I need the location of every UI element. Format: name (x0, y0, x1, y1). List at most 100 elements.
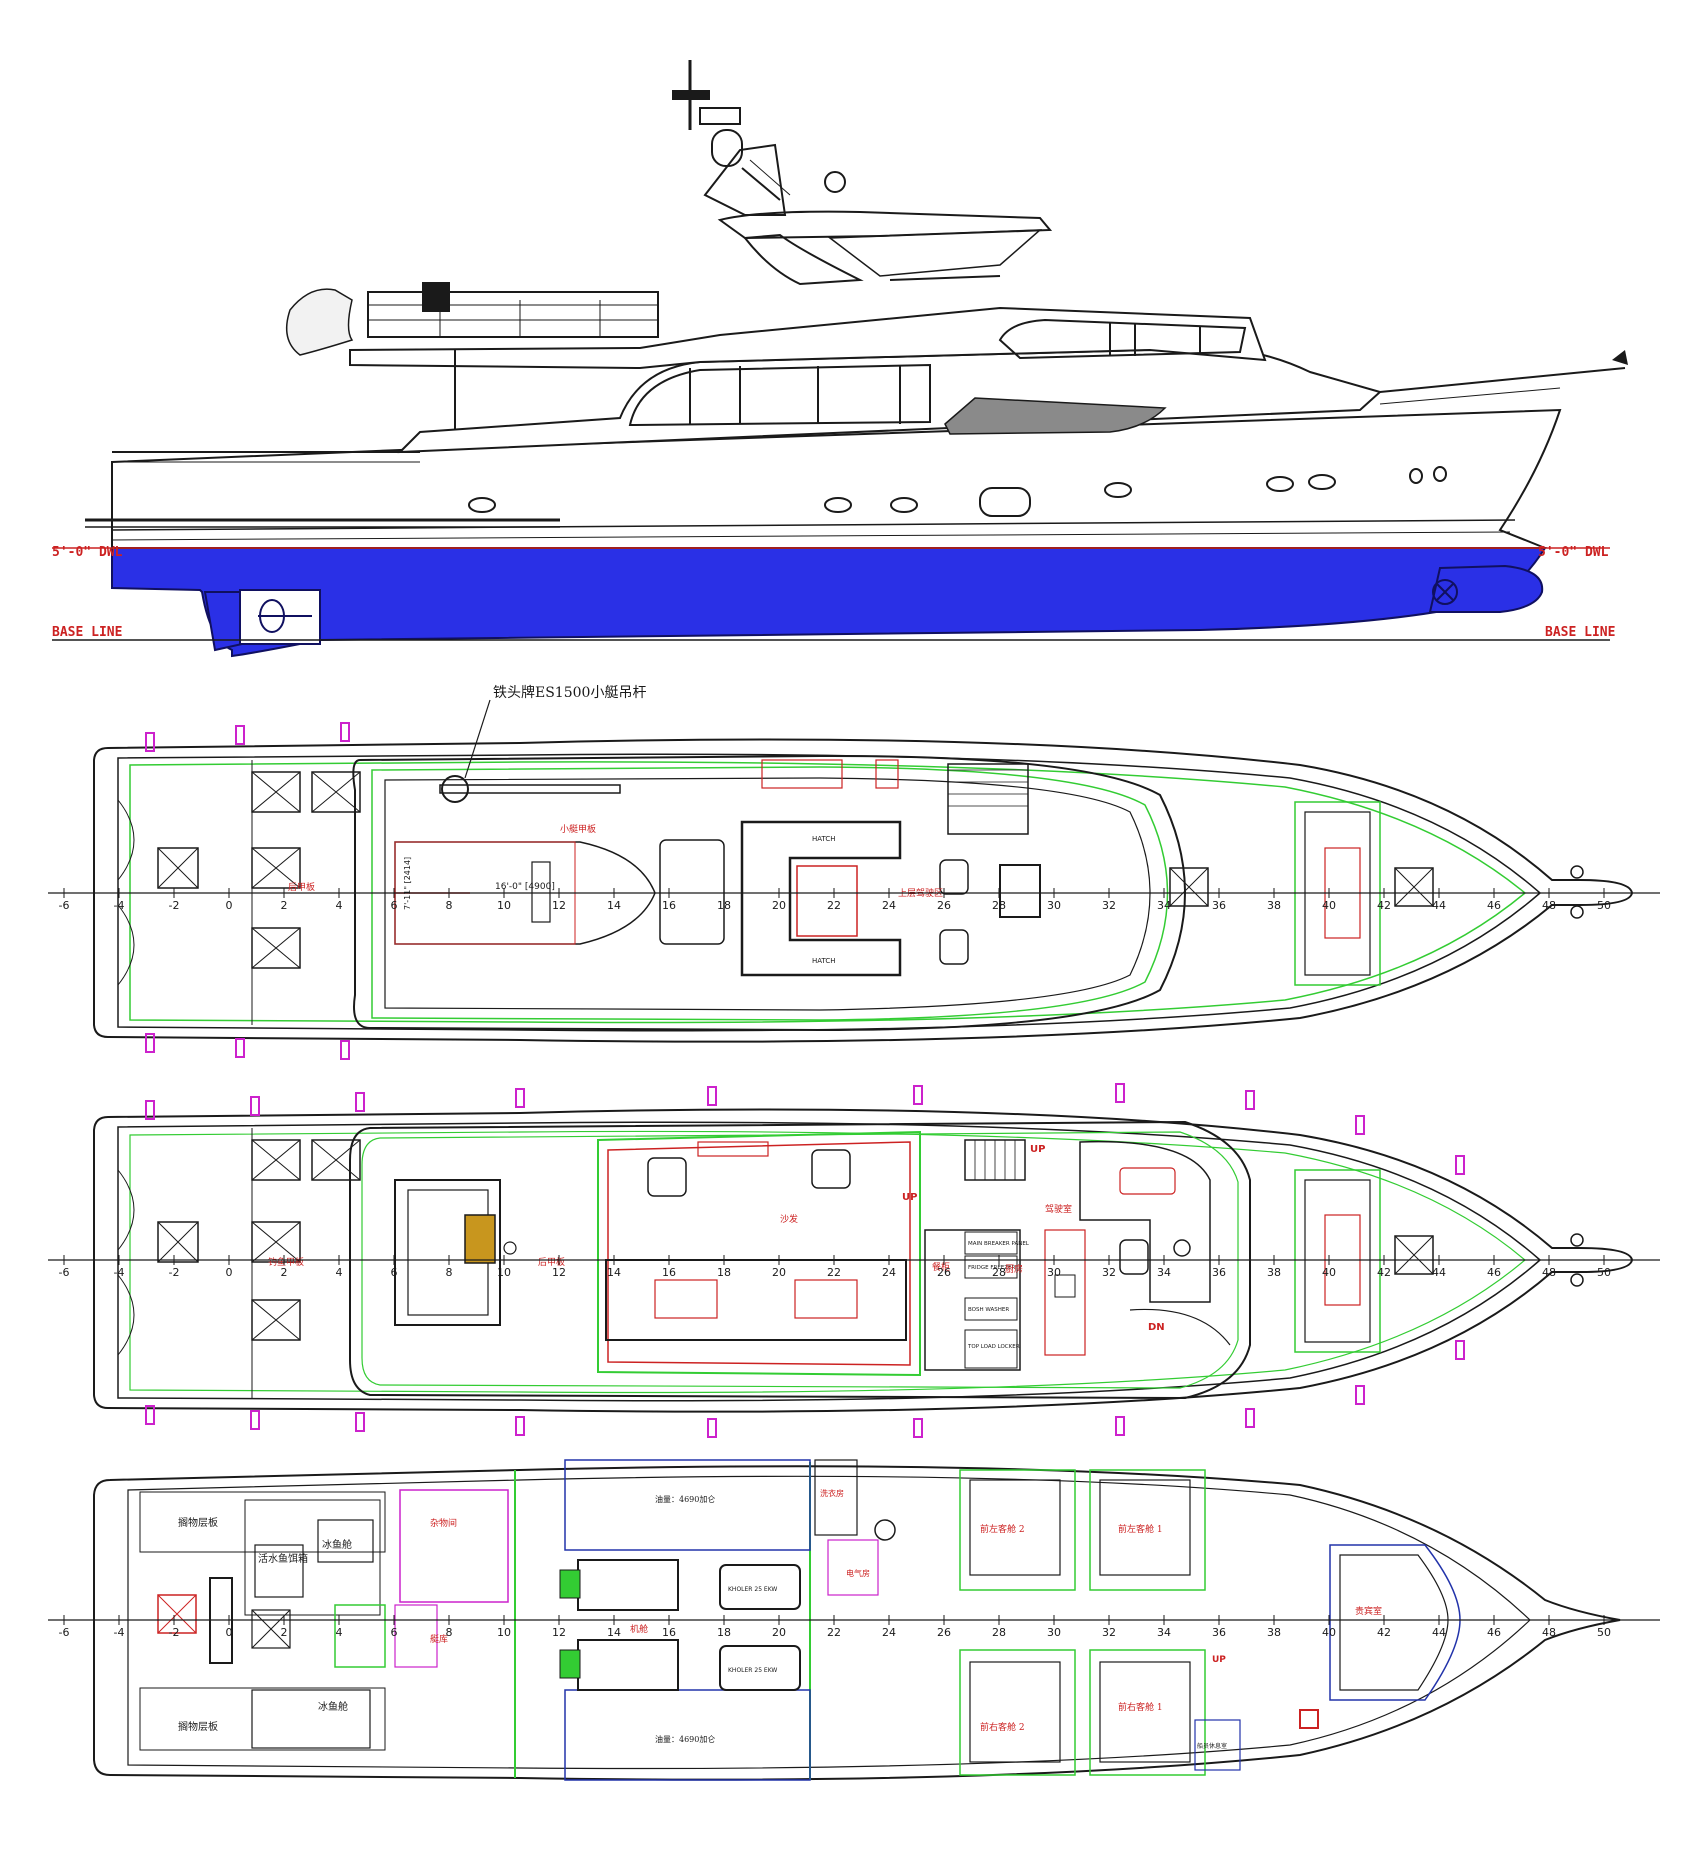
frame-label: 20 (772, 1266, 786, 1279)
flybridge-windows (998, 318, 1247, 360)
stanchion-marker (340, 1040, 350, 1060)
frame-label: 34 (1157, 899, 1171, 912)
locker-label: TOP LOAD LOCKER (967, 1344, 1020, 1350)
frame-label: 22 (827, 1266, 841, 1279)
frame-label: 14 (607, 899, 621, 912)
frame-label: 44 (1432, 1626, 1446, 1639)
stanchion-marker (145, 732, 155, 752)
frame-label: 20 (772, 1626, 786, 1639)
profile-view: 5'-0" DWL 5'-0" DWL BASE LINE BASE LINE (52, 60, 1628, 658)
bow-thruster-icon (1432, 579, 1458, 605)
frame-label: 18 (717, 899, 731, 912)
stanchion-marker (1455, 1155, 1465, 1175)
helm-chair-icon (939, 859, 969, 895)
flybridge (349, 306, 1267, 370)
stanchion-marker (515, 1416, 525, 1436)
helm-chair-icon (939, 929, 969, 965)
label-salon: 沙发 (780, 1213, 798, 1225)
label-galley: 厨房 (1005, 1263, 1023, 1275)
frame-label: 32 (1102, 1626, 1116, 1639)
generator-port (719, 1564, 801, 1610)
frame-label: 0 (226, 899, 233, 912)
stanchion-marker (145, 1100, 155, 1120)
porthole (1308, 474, 1336, 490)
frame-label: -6 (59, 899, 70, 912)
frame-label: 48 (1542, 1626, 1556, 1639)
frame-label: 28 (992, 1266, 1006, 1279)
cabin-stbd-2 (959, 1649, 1076, 1776)
frame-label: 28 (992, 1626, 1006, 1639)
frame-label: 40 (1322, 1266, 1336, 1279)
toilet-icon (874, 1519, 896, 1541)
frame-label: 4 (336, 899, 343, 912)
frame-label: 50 (1597, 1266, 1611, 1279)
porthole (890, 497, 918, 513)
frame-label: 50 (1597, 1626, 1611, 1639)
stanchion-marker (913, 1085, 923, 1105)
hull-door (979, 487, 1031, 517)
frame-label: 4 (336, 1626, 343, 1639)
dwl-label-left: 5'-0" DWL (52, 545, 123, 560)
frame-label: 8 (446, 899, 453, 912)
label-electrical: 电气房 (846, 1568, 870, 1578)
label-vip: 贵宾室 (1355, 1605, 1382, 1617)
frame-label: 24 (882, 1626, 896, 1639)
dwl-label-right: 5'-0" DWL (1538, 545, 1609, 560)
radar-antenna-icon (672, 90, 710, 100)
stanchion-marker (145, 1033, 155, 1053)
frame-label: 42 (1377, 899, 1391, 912)
pilothouse-window (944, 397, 1167, 435)
flybridge-windscreen (743, 233, 864, 286)
armchair-icon (647, 1157, 687, 1197)
frame-label: 40 (1322, 899, 1336, 912)
flag-icon (285, 288, 354, 356)
stair-up-lower: UP (1212, 1655, 1226, 1665)
aft-boat-deck-rail (367, 291, 659, 338)
frame-label: 10 (497, 1266, 511, 1279)
frame-label: 30 (1047, 1266, 1061, 1279)
davit-callout: 铁头牌ES1500小艇吊杆 (493, 684, 646, 701)
frame-label: -4 (114, 1266, 125, 1279)
frame-label: 2 (281, 1266, 288, 1279)
stair-dn: DN (1148, 1322, 1165, 1333)
frame-label: 26 (937, 1626, 951, 1639)
frame-label: -2 (169, 1626, 180, 1639)
frame-label: 22 (827, 1626, 841, 1639)
breaker-panel-label: MAIN BREAKER PANEL (968, 1241, 1030, 1247)
bulbous-bow (1428, 564, 1544, 613)
frame-label: 32 (1102, 1266, 1116, 1279)
frame-label: 46 (1487, 1266, 1501, 1279)
upper-deck-plan: 16'-0" [4900] 7'-11" [2414] 铁头牌ES1500小艇吊… (93, 684, 1634, 1043)
frame-label: 6 (391, 1266, 398, 1279)
misc-room (399, 1489, 509, 1603)
frame-label: 26 (937, 1266, 951, 1279)
frame-label: -6 (59, 1626, 70, 1639)
rail-stanchions (145, 722, 1465, 1438)
label-guest-port-1: 前左客舱 1 (1118, 1523, 1163, 1535)
armchair-icon (811, 1149, 851, 1189)
frame-label: -4 (114, 1626, 125, 1639)
frame-label: 38 (1267, 1626, 1281, 1639)
stair-up-2: UP (1030, 1144, 1045, 1155)
label-fish-hold-2: 冰鱼舱 (318, 1700, 348, 1713)
stanchion-marker (707, 1418, 717, 1438)
galley-outline (924, 1229, 1021, 1371)
frame-label: 8 (446, 1266, 453, 1279)
porthole (1409, 468, 1423, 484)
frame-label: 12 (552, 1626, 566, 1639)
washer-label: BOSH WASHER (968, 1307, 1009, 1313)
frame-label: 44 (1432, 899, 1446, 912)
frame-label: 24 (882, 899, 896, 912)
stanchion-marker (250, 1410, 260, 1430)
tender-beam-dim: 7'-11" [2414] (403, 857, 412, 910)
frame-label: 6 (391, 1626, 398, 1639)
flybridge-seating (740, 820, 902, 977)
frame-label: 30 (1047, 1626, 1061, 1639)
frame-label: 4 (336, 1266, 343, 1279)
frame-label: 46 (1487, 899, 1501, 912)
label-crew-room: 船员休息室 (1197, 1742, 1227, 1750)
stanchion-marker (1355, 1385, 1365, 1405)
frame-label: 44 (1432, 1266, 1446, 1279)
